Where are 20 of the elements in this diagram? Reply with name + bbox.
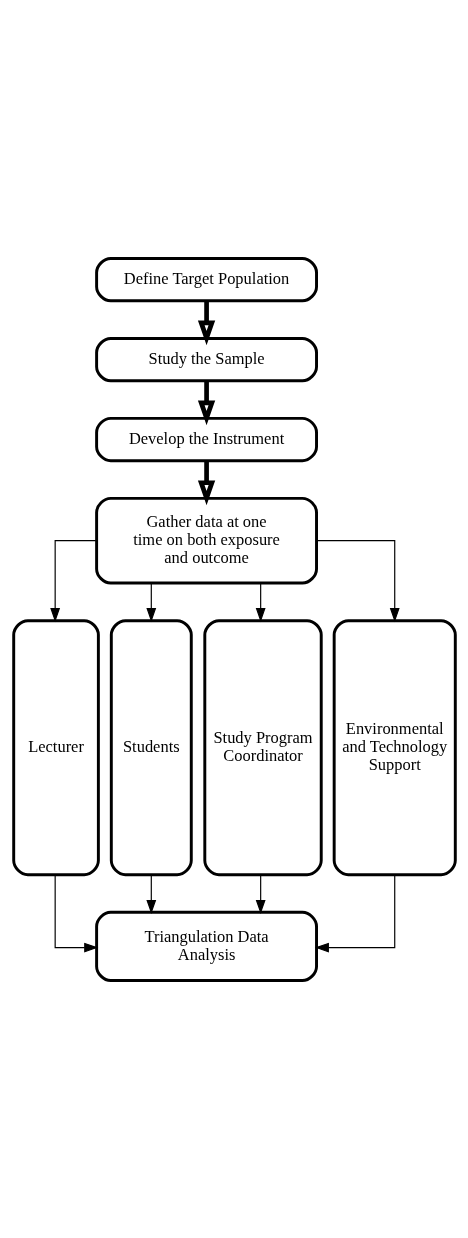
arrow	[314, 873, 395, 953]
arrow	[315, 539, 400, 622]
arrow	[197, 460, 215, 505]
node-box: Triangulation Data Analysis	[94, 910, 318, 982]
node-box: Gather data at one time on both exposure and outcome	[94, 496, 318, 584]
arrow	[255, 582, 266, 622]
arrow	[197, 380, 215, 425]
node-box: Environmental and Technology Support	[332, 618, 457, 876]
node-box: Study the Sample	[94, 336, 318, 382]
arrow	[197, 300, 215, 345]
node-box: Define Target Population	[94, 256, 318, 302]
arrow	[54, 873, 98, 953]
node-box: Lecturer	[11, 618, 100, 876]
arrow	[255, 874, 266, 914]
node-box: Students	[109, 618, 193, 876]
node-box: Study Program Coordinator	[202, 618, 323, 876]
arrow	[49, 539, 97, 622]
arrow	[145, 582, 156, 622]
arrow	[145, 874, 156, 914]
node-box: Develop the Instrument	[94, 416, 318, 462]
